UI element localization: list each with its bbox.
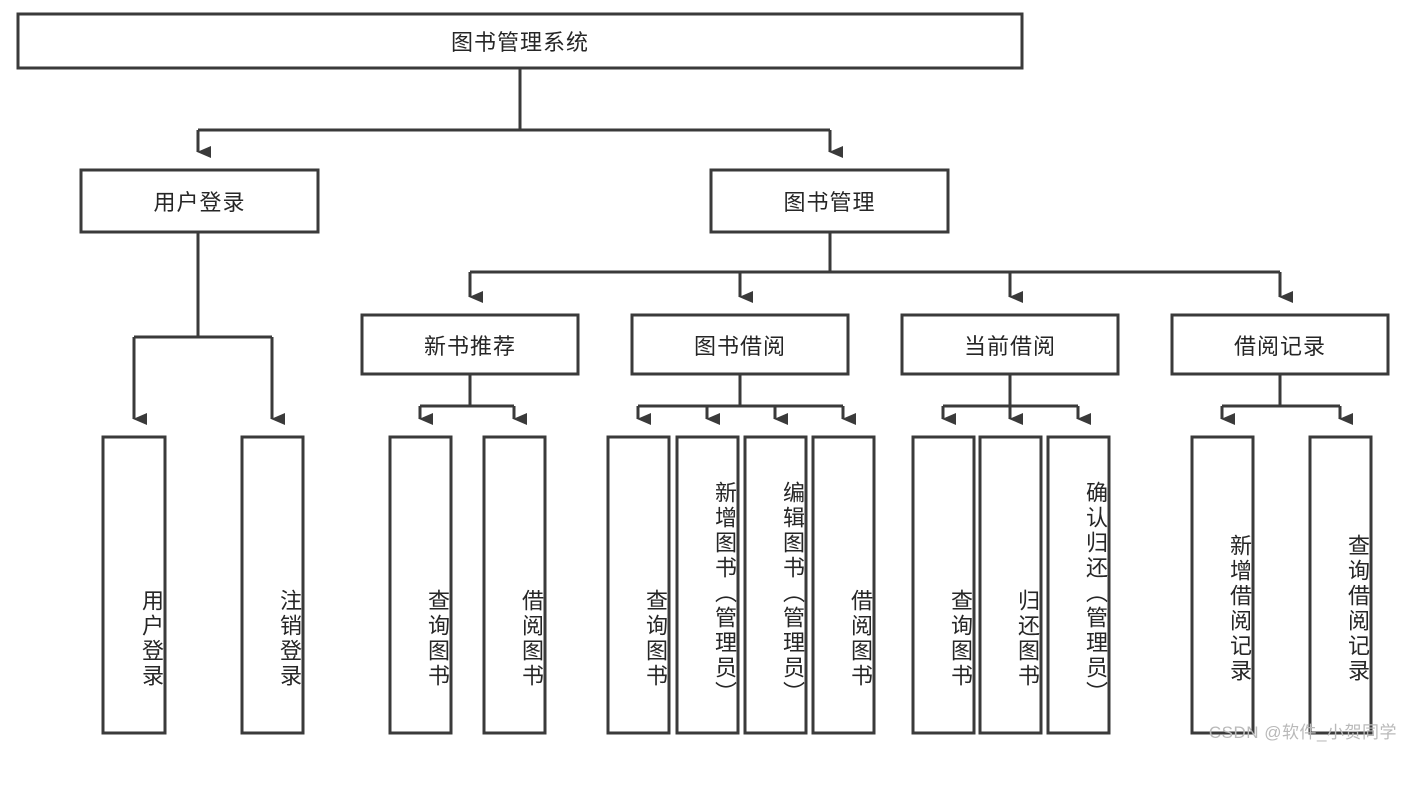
leaf-box-user-login[interactable] xyxy=(101,435,167,735)
leaf-box-return-book[interactable] xyxy=(978,435,1043,735)
connector-userlogin-bus xyxy=(134,232,272,339)
leaf-box-add-book-admin[interactable] xyxy=(675,435,740,735)
node-borrow-record-box[interactable] xyxy=(1170,313,1390,376)
node-new-book-box[interactable] xyxy=(360,313,580,376)
node-root-box[interactable] xyxy=(16,12,1024,70)
diagram-svg xyxy=(16,12,1390,735)
leaf-box-logout[interactable] xyxy=(240,435,305,735)
leaf-box-query-book-2[interactable] xyxy=(606,435,671,735)
node-book-borrow-box[interactable] xyxy=(630,313,850,376)
leaf-box-confirm-return[interactable] xyxy=(1046,435,1111,735)
leaf-box-borrow-book-2[interactable] xyxy=(811,435,876,735)
node-book-manage-box[interactable] xyxy=(709,168,950,234)
leaf-box-query-record[interactable] xyxy=(1308,435,1373,735)
leaf-box-add-record[interactable] xyxy=(1190,435,1255,735)
connector-bookmanage-bus xyxy=(470,232,1280,274)
leaf-box-query-book-3[interactable] xyxy=(911,435,976,735)
leaf-box-edit-book-admin[interactable] xyxy=(743,435,808,735)
connector-currentborrow-bus xyxy=(943,374,1078,408)
connector-borrowrecord-bus xyxy=(1222,374,1340,408)
node-current-borrow-box[interactable] xyxy=(900,313,1120,376)
diagram-canvas: 图书管理系统 用户登录 图书管理 新书推荐 图书借阅 当前借阅 借阅记录 用户登… xyxy=(16,12,1397,742)
leaf-box-borrow-book-1[interactable] xyxy=(482,435,547,735)
connector-root-bus xyxy=(198,68,830,132)
connector-bookborrow-bus xyxy=(638,374,843,408)
leaf-box-query-book-1[interactable] xyxy=(388,435,453,735)
watermark-text: CSDN @软件_小贺同学 xyxy=(1208,723,1397,742)
connector-newbook-bus xyxy=(420,374,514,408)
node-user-login-box[interactable] xyxy=(79,168,320,234)
